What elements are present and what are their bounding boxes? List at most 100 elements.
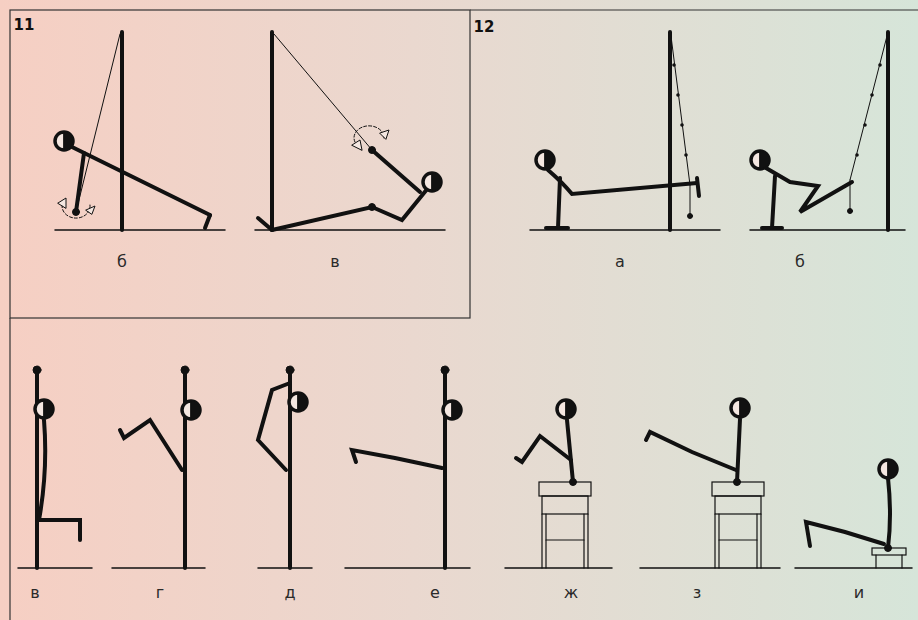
exercise-figure-part-part	[676, 93, 680, 97]
exercise-figure	[505, 400, 612, 568]
exercise-figure-part	[39, 420, 80, 540]
panel-letter: б	[795, 254, 805, 270]
exercise-figure-part	[719, 539, 757, 540]
panel-letter: з	[693, 585, 702, 601]
exercise-figure-part	[885, 545, 892, 552]
exercise-figure-part	[274, 34, 372, 150]
exercise-figure-part	[734, 479, 741, 486]
exercise-figure-part	[55, 229, 225, 231]
exercise-figure	[112, 366, 205, 568]
exercise-figure	[255, 32, 445, 230]
exercise-figure-part	[690, 185, 691, 215]
exercise-figure-part	[289, 393, 307, 411]
exercise-figure-part	[737, 419, 740, 482]
exercise-figure-part	[255, 229, 445, 231]
exercise-figure-part	[542, 496, 588, 514]
exercise-figure-part	[671, 36, 690, 185]
exercise-figure-part	[688, 214, 693, 219]
exercise-figure-part	[772, 176, 775, 228]
exercise-figure-part	[539, 482, 591, 496]
exercise-figure-part	[795, 567, 912, 569]
exercise-figure	[530, 32, 720, 230]
exercise-figure-part	[583, 514, 584, 568]
frame	[10, 10, 918, 620]
exercise-figure-part	[441, 366, 449, 374]
exercise-figure-part	[372, 150, 420, 192]
exercise-figure-part	[546, 539, 584, 540]
exercise-figure-part	[646, 432, 736, 470]
panel-letter: и	[854, 585, 864, 601]
exercise-figure-part	[756, 514, 757, 568]
exercise-figure-part	[567, 420, 573, 482]
exercise-figure	[750, 32, 905, 230]
exercise-figure-part	[112, 567, 205, 569]
exercise-figure-part	[76, 153, 84, 212]
exercise-figure-part	[369, 204, 376, 211]
figure-number: 11	[14, 18, 35, 33]
exercise-figure-part	[557, 400, 575, 418]
exercise-figure-part	[855, 63, 882, 157]
exercise-figure-part	[751, 151, 769, 169]
figure-number: 12	[474, 20, 495, 35]
exercise-figure-part	[35, 400, 53, 418]
panel-letter: д	[284, 585, 295, 601]
exercise-figure-part-part	[870, 93, 874, 97]
frame-part	[10, 10, 470, 318]
exercise-figure-part	[181, 366, 189, 374]
panel-letter: в	[30, 585, 39, 601]
panel-letter: е	[430, 585, 440, 601]
exercise-figure-part	[182, 401, 200, 419]
exercise-figure-part	[545, 514, 546, 568]
exercise-figure-part	[258, 218, 272, 230]
panel-letter: а	[615, 254, 625, 270]
exercise-figure-part	[901, 555, 902, 568]
exercise-figure-part	[587, 514, 588, 568]
exercise-figure-part	[541, 514, 542, 568]
exercise-figure-part	[286, 366, 294, 374]
exercise-figure-part	[443, 401, 461, 419]
exercise-figure-part	[762, 226, 782, 230]
exercise-figure-part-part	[680, 123, 684, 127]
exercise-figure-part	[120, 420, 182, 470]
exercise-figure-part	[270, 32, 274, 230]
exercise-figure-part	[888, 478, 890, 548]
exercise-figure-part	[352, 450, 442, 468]
exercise-figure-part	[640, 567, 780, 569]
exercise-figure-part	[272, 188, 428, 230]
exercise-figure-part	[423, 173, 441, 191]
exercise-figure-part	[58, 198, 95, 214]
exercise-figure-part	[714, 514, 715, 568]
exercise-figure-part	[760, 514, 761, 568]
exercise-figure-part	[570, 479, 577, 486]
panel-letter: г	[156, 585, 164, 601]
exercise-figure	[345, 366, 470, 568]
exercise-figure-part	[848, 209, 853, 214]
exercise-figure-part	[55, 132, 73, 150]
exercise-figure	[258, 366, 312, 568]
exercise-figure-part	[369, 147, 376, 154]
exercise-figure-part	[352, 130, 389, 150]
exercise-figure-part	[258, 383, 290, 470]
frame-part	[9, 318, 10, 620]
exercise-figure-part	[70, 146, 210, 215]
exercise-figure-part	[205, 215, 210, 228]
exercise-figure-part	[879, 460, 897, 478]
exercise-figure-part	[73, 209, 80, 216]
exercise-figure-part-part	[672, 63, 676, 67]
exercise-figure	[18, 366, 92, 568]
exercise-figure-part	[672, 63, 688, 157]
exercise-figure-part	[558, 178, 560, 228]
frame-part	[470, 9, 918, 10]
exercise-figure-part	[505, 567, 612, 569]
exercise-figure-part-part	[878, 63, 882, 67]
exercise-figure-part	[33, 366, 41, 374]
exercise-figure-part	[18, 567, 92, 569]
exercise-figure-part	[120, 32, 124, 230]
exercise-figure-part	[258, 567, 312, 569]
exercise-figure-part	[76, 34, 120, 212]
panel-letter: ж	[564, 585, 578, 601]
exercise-figure-part	[715, 496, 761, 514]
exercise-figure-part	[886, 32, 890, 230]
